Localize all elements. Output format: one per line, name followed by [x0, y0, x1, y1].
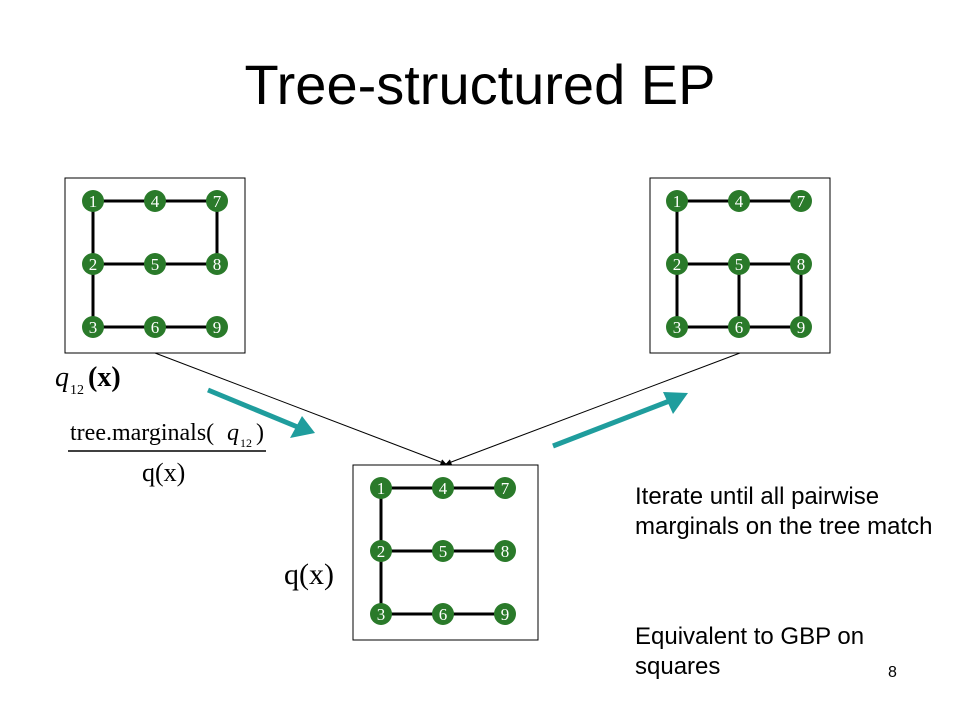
note-equivalent: Equivalent to GBP on squares [635, 623, 865, 680]
graph-node-label: 7 [501, 479, 510, 498]
graph-node [666, 316, 688, 338]
graph-node-label: 6 [735, 318, 744, 337]
connector-line-left [154, 352, 447, 465]
svg-text:q: q [227, 420, 239, 446]
graph-node [494, 540, 516, 562]
graph-node [144, 190, 166, 212]
graph-node [206, 316, 228, 338]
graph-node-label: 4 [151, 192, 160, 211]
svg-text:): ) [256, 420, 264, 446]
graph-box-bottom [352, 464, 539, 641]
graph-node [790, 190, 812, 212]
graph-node [432, 477, 454, 499]
graph-node [728, 253, 750, 275]
teal-arrow-down-right [207, 387, 315, 438]
graph-node-label: 3 [673, 318, 682, 337]
graph-node-label: 5 [151, 255, 160, 274]
graph-node-label: 3 [377, 605, 386, 624]
graph-node [432, 540, 454, 562]
graph-node-label: 6 [151, 318, 160, 337]
graph-node-label: 9 [213, 318, 222, 337]
graph-node-label: 7 [797, 192, 806, 211]
graph-node-label: 9 [501, 605, 510, 624]
graph-node-label: 1 [377, 479, 386, 498]
graph-node [144, 253, 166, 275]
graph-node-label: 8 [501, 542, 510, 561]
label-qx: q(x) [284, 558, 334, 591]
label-fraction: tree.marginals( q 12 ) q(x) [68, 420, 266, 487]
graph-node [494, 477, 516, 499]
graph-node [82, 253, 104, 275]
graph-node [370, 477, 392, 499]
page-number: 8 [888, 664, 897, 681]
graph-node [144, 316, 166, 338]
teal-arrow-up-right [552, 392, 688, 449]
graph-node-label: 3 [89, 318, 98, 337]
graph-node [494, 603, 516, 625]
graph-node-label: 4 [439, 479, 448, 498]
graph-node-label: 2 [377, 542, 386, 561]
svg-text:(x): (x) [88, 362, 121, 393]
slide-title: Tree-structured EP [244, 53, 716, 116]
left-graph-nodes: 1 2 3 4 5 6 7 8 9 [82, 190, 228, 338]
bottom-graph-nodes: 1 2 3 4 5 6 7 8 9 [370, 477, 516, 625]
graph-node [728, 190, 750, 212]
connector-line-right [445, 352, 741, 465]
graph-node [666, 253, 688, 275]
svg-text:tree.marginals(: tree.marginals( [70, 420, 214, 446]
graph-node-label: 2 [89, 255, 98, 274]
graph-node-label: 4 [735, 192, 744, 211]
label-q12-x: q 12 (x) [55, 362, 121, 398]
graph-node-label: 8 [213, 255, 222, 274]
graph-node [728, 316, 750, 338]
graph-node [666, 190, 688, 212]
graph-node [206, 253, 228, 275]
graph-node [790, 316, 812, 338]
svg-text:q(x): q(x) [142, 458, 185, 487]
graph-node-label: 2 [673, 255, 682, 274]
graph-node-label: 6 [439, 605, 448, 624]
graph-node [82, 190, 104, 212]
graph-node [432, 603, 454, 625]
graph-node [790, 253, 812, 275]
graph-node-label: 8 [797, 255, 806, 274]
right-graph-nodes: 1 2 3 4 5 6 7 8 9 [666, 190, 812, 338]
note-iterate: Iterate until all pairwise marginals on … [635, 483, 933, 540]
graph-node [370, 603, 392, 625]
graph-node [370, 540, 392, 562]
graph-node [206, 190, 228, 212]
graph-node-label: 5 [439, 542, 448, 561]
graph-node-label: 7 [213, 192, 222, 211]
graph-node-label: 9 [797, 318, 806, 337]
svg-text:q(x): q(x) [284, 558, 334, 591]
svg-text:q: q [55, 362, 69, 393]
svg-text:12: 12 [70, 383, 84, 398]
graph-node [82, 316, 104, 338]
graph-node-label: 1 [89, 192, 98, 211]
graph-node-label: 5 [735, 255, 744, 274]
graph-node-label: 1 [673, 192, 682, 211]
svg-text:12: 12 [240, 436, 252, 450]
